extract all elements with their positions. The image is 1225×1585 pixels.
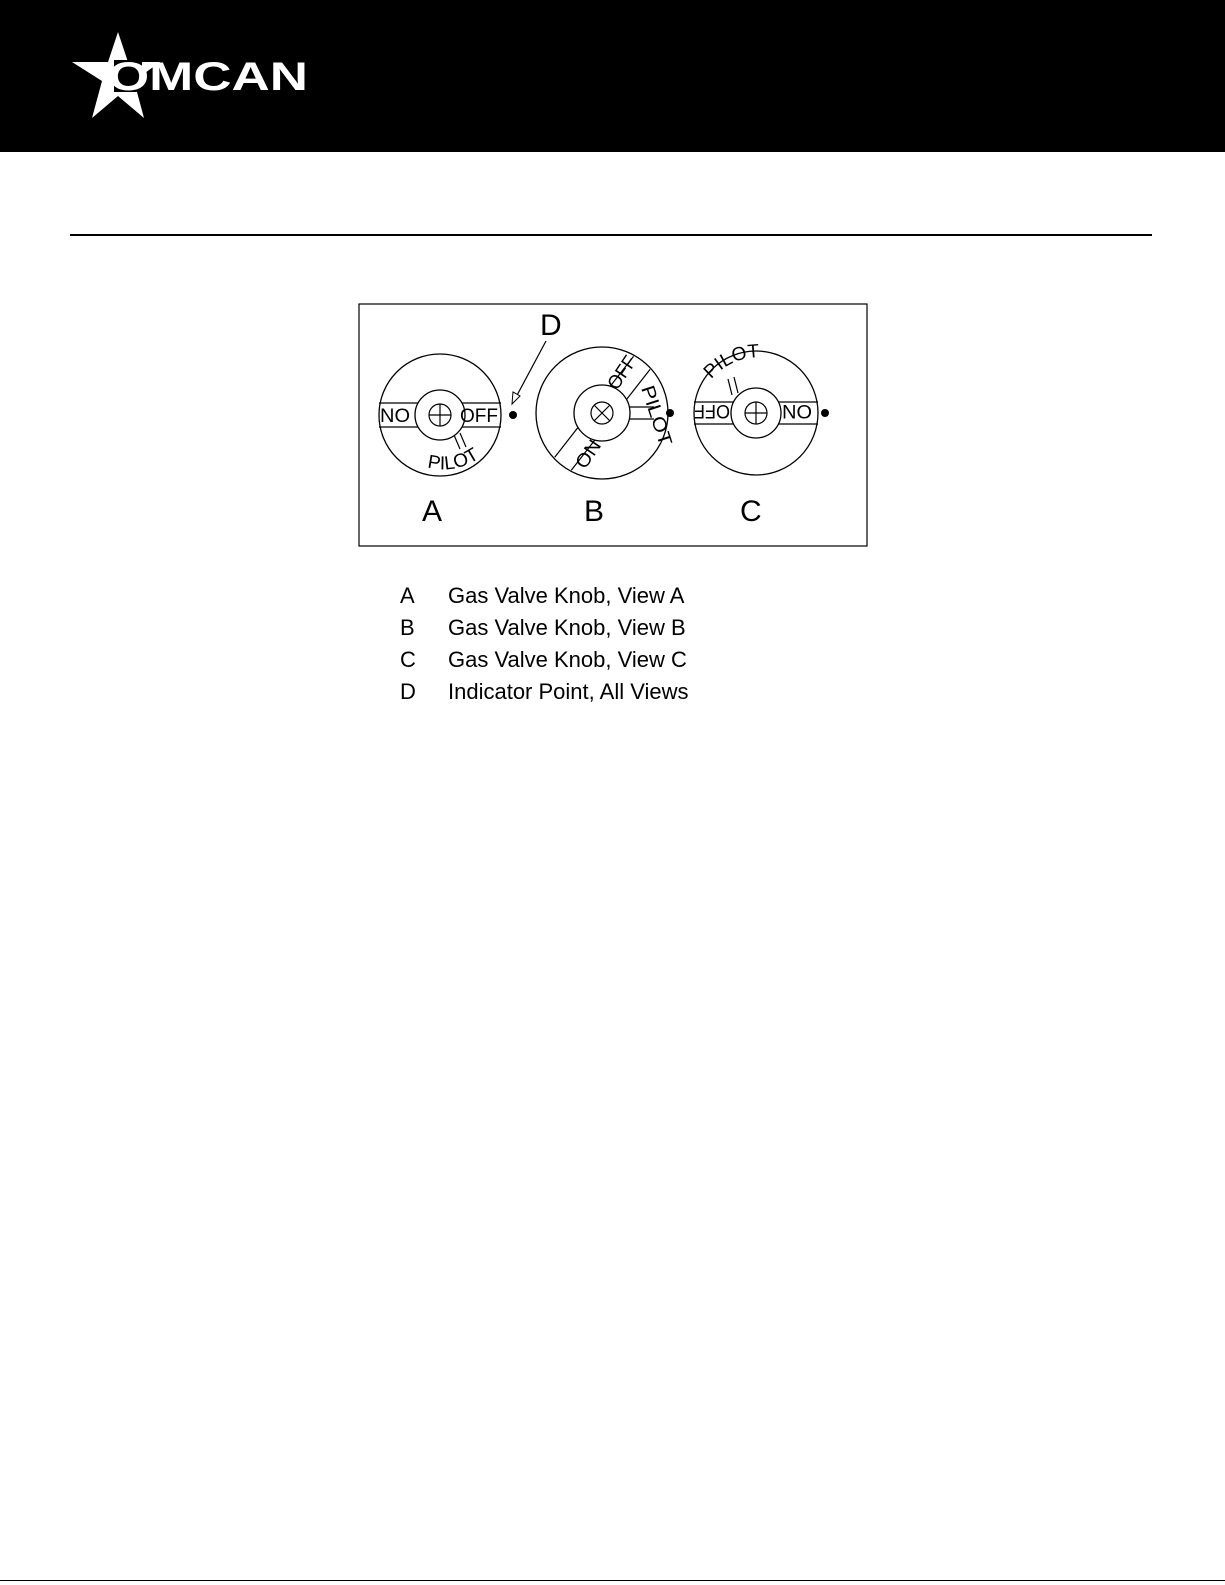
knob-c-label-right: ON (782, 400, 812, 421)
legend-item: B Gas Valve Knob, View B (400, 612, 820, 644)
view-letter-b: B (584, 495, 604, 528)
indicator-point-c (821, 409, 829, 417)
knob-a-label-right: OFF (460, 406, 498, 427)
view-letter-c: C (740, 495, 762, 528)
indicator-point-b (666, 409, 674, 417)
knob-c-label-left: OFF (694, 400, 730, 421)
legend-item: A Gas Valve Knob, View A (400, 580, 820, 612)
legend-text: Gas Valve Knob, View B (448, 612, 686, 644)
legend-item: D Indicator Point, All Views (400, 676, 820, 708)
legend-text: Gas Valve Knob, View A (448, 580, 684, 612)
legend-item: C Gas Valve Knob, View C (400, 644, 820, 676)
legend-text: Gas Valve Knob, View C (448, 644, 687, 676)
legend-key: A (400, 580, 448, 612)
legend-key: C (400, 644, 448, 676)
indicator-point-a (509, 411, 517, 419)
header-bar: OMCAN (0, 0, 1225, 152)
knob-a-label-left: NO (380, 406, 410, 427)
view-letter-a: A (422, 495, 442, 528)
page-bottom-rule (0, 1580, 1225, 1581)
legend-text: Indicator Point, All Views (448, 676, 689, 708)
omcan-logo: OMCAN (70, 30, 320, 122)
indicator-label-d: D (540, 309, 562, 342)
legend-key: B (400, 612, 448, 644)
legend-key: D (400, 676, 448, 708)
brand-wordmark: OMCAN (108, 55, 308, 99)
gas-valve-figure: D NO OFF PILOT A (358, 303, 868, 547)
section-divider (70, 234, 1152, 236)
figure-legend: A Gas Valve Knob, View A B Gas Valve Kno… (400, 580, 820, 708)
